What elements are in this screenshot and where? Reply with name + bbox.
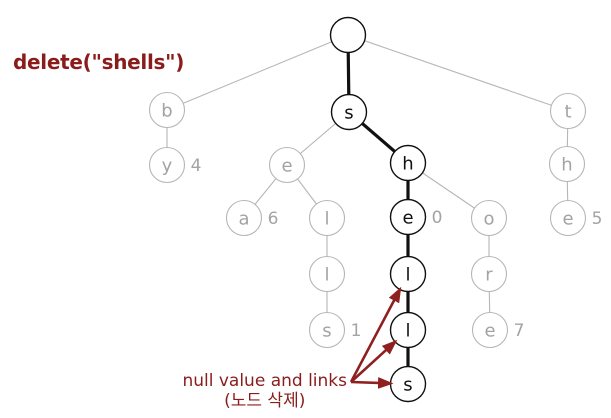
trie-node-label-s3: s xyxy=(403,375,412,396)
trie-node-label-o: o xyxy=(483,209,494,230)
trie-node-h1 xyxy=(389,144,427,182)
delete-arrow-s3 xyxy=(350,377,394,389)
trie-node-e1 xyxy=(268,146,306,184)
note-annotation: null value and links (노드 삭제) xyxy=(182,371,347,411)
trie-node-root xyxy=(329,16,367,54)
node-value-e3: 5 xyxy=(592,209,603,229)
trie-edge-root-b xyxy=(166,34,349,111)
node-value-e4: 7 xyxy=(514,321,525,341)
trie-node-s1 xyxy=(330,93,368,131)
trie-node-r xyxy=(470,255,508,293)
trie-node-label-l1: l xyxy=(324,209,329,230)
trie-node-a xyxy=(225,199,263,237)
trie-node-o xyxy=(470,199,508,237)
trie-node-label-s1: s xyxy=(344,103,353,124)
trie-node-e4 xyxy=(471,311,509,349)
trie-node-label-l2: l xyxy=(324,265,329,286)
delete-arrow-l4 xyxy=(350,339,398,383)
delete-arrow-l3 xyxy=(349,286,402,383)
trie-node-label-l3: l xyxy=(405,265,410,286)
trie-node-label-h1: h xyxy=(402,154,413,175)
trie-node-label-l4: l xyxy=(405,321,410,342)
trie-node-e3 xyxy=(549,199,587,237)
trie-node-l3 xyxy=(389,255,427,293)
trie-node-t xyxy=(549,92,587,130)
trie-node-l4 xyxy=(389,311,427,349)
trie-node-label-r: r xyxy=(485,265,493,286)
trie-node-label-e1: e xyxy=(281,156,292,177)
trie-node-label-a: a xyxy=(238,209,249,230)
node-value-e2: 0 xyxy=(432,208,443,228)
trie-node-l2 xyxy=(308,255,346,293)
node-value-a: 6 xyxy=(268,209,279,229)
note-line-korean: (노드 삭제) xyxy=(224,391,306,411)
note-line-english: null value and links xyxy=(182,371,347,391)
trie-node-l1 xyxy=(308,199,346,237)
trie-node-label-s2: s xyxy=(322,321,331,342)
trie-node-e2 xyxy=(389,198,427,236)
trie-node-label-e2: e xyxy=(402,208,413,229)
trie-node-label-h2: h xyxy=(561,155,572,176)
trie-node-y xyxy=(148,146,186,184)
trie-node-h2 xyxy=(548,145,586,183)
trie-node-label-b: b xyxy=(161,101,172,122)
node-value-y: 4 xyxy=(191,156,202,176)
trie-node-label-t: t xyxy=(564,102,571,123)
node-value-s2: 1 xyxy=(351,321,362,341)
trie-node-label-e3: e xyxy=(562,209,573,230)
trie-edge-root-t xyxy=(347,34,569,112)
delete-call-label: delete("shells") xyxy=(13,50,185,74)
trie-node-s2 xyxy=(308,311,346,349)
trie-node-label-y: y xyxy=(162,156,173,177)
trie-node-label-e4: e xyxy=(484,321,495,342)
trie-node-b xyxy=(148,91,186,129)
